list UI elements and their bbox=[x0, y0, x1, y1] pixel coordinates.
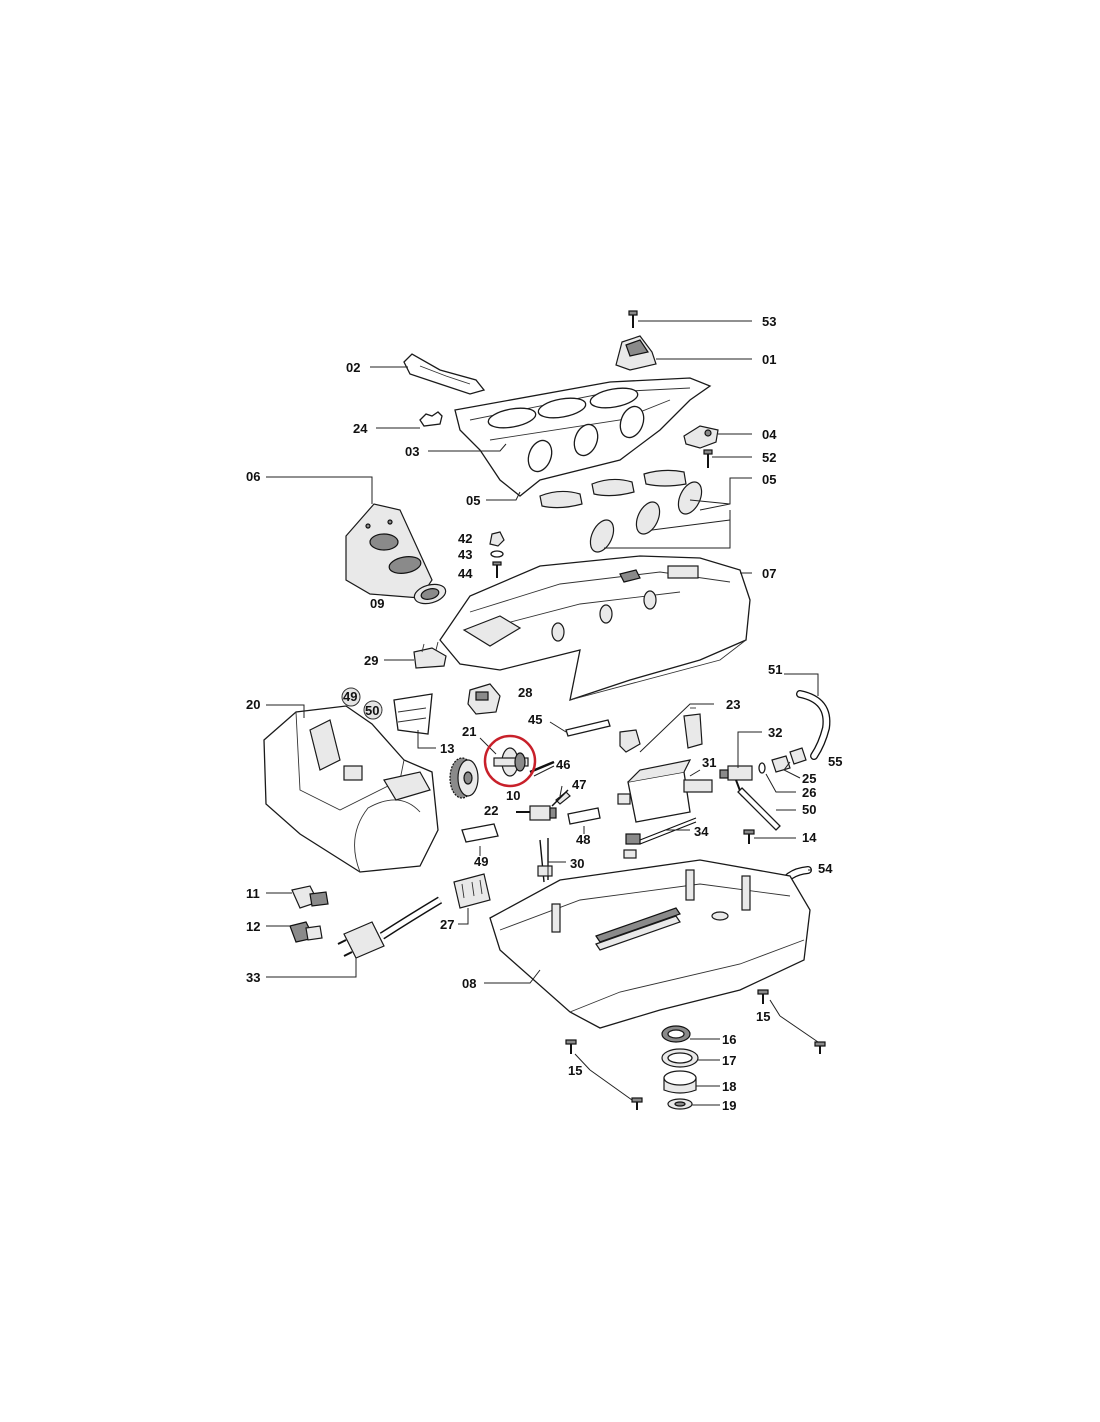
part-label: 15 bbox=[756, 1009, 770, 1024]
part-05-buttons bbox=[539, 469, 703, 553]
part-label: 21 bbox=[462, 724, 476, 739]
part-55-25-26-fittings bbox=[758, 747, 807, 774]
part-30-wire bbox=[537, 838, 553, 883]
part-27-terminal bbox=[453, 873, 491, 909]
part-20-water-tank bbox=[263, 705, 439, 873]
part-label: 34 bbox=[694, 824, 709, 839]
part-04-plate bbox=[683, 425, 719, 449]
part-label: 02 bbox=[346, 360, 360, 375]
part-label: 09 bbox=[370, 596, 384, 611]
part-label: 32 bbox=[768, 725, 782, 740]
part-06-handle-cover bbox=[345, 503, 433, 599]
part-21-shaft bbox=[493, 747, 529, 777]
callout-circle-49 bbox=[341, 687, 361, 707]
part-label: 55 bbox=[828, 754, 842, 769]
part-22-nozzle bbox=[516, 805, 557, 821]
part-label: 13 bbox=[440, 741, 454, 756]
part-label: 45 bbox=[528, 712, 542, 727]
highlight-circle bbox=[483, 734, 537, 788]
part-label: 05 bbox=[466, 493, 480, 508]
part-02-clip bbox=[403, 353, 486, 395]
part-label: 14 bbox=[802, 830, 817, 845]
part-11-12-switches bbox=[289, 885, 329, 943]
part-label: 22 bbox=[484, 803, 498, 818]
part-53-screw bbox=[628, 310, 638, 328]
part-label: 33 bbox=[246, 970, 260, 985]
callout-circle-50 bbox=[363, 700, 383, 720]
part-label: 19 bbox=[722, 1098, 736, 1113]
part-24-spring bbox=[419, 411, 443, 427]
part-label: 42 bbox=[458, 531, 472, 546]
part-14-screw bbox=[743, 829, 755, 844]
part-label: 16 bbox=[722, 1032, 736, 1047]
part-15-screws bbox=[565, 989, 826, 1110]
part-label: 27 bbox=[440, 917, 454, 932]
part-label: 06 bbox=[246, 469, 260, 484]
part-label: 44 bbox=[458, 566, 473, 581]
part-label: 08 bbox=[462, 976, 476, 991]
part-label: 23 bbox=[726, 697, 740, 712]
part-33-plug bbox=[337, 896, 443, 959]
part-48-sleeve bbox=[567, 807, 601, 825]
part-label: 11 bbox=[246, 886, 260, 901]
part-label: 50 bbox=[365, 703, 379, 718]
part-31-pump bbox=[617, 759, 713, 823]
part-50-rod bbox=[737, 787, 781, 831]
part-label: 49 bbox=[474, 854, 488, 869]
part-label: 07 bbox=[762, 566, 776, 581]
part-label: 30 bbox=[570, 856, 584, 871]
leader-lines bbox=[266, 320, 819, 1106]
part-label: 10 bbox=[506, 788, 520, 803]
part-label: 12 bbox=[246, 919, 260, 934]
part-label: 05 bbox=[762, 472, 776, 487]
part-label: 52 bbox=[762, 450, 776, 465]
part-drawings bbox=[263, 310, 831, 1110]
part-label: 48 bbox=[576, 832, 590, 847]
part-label: 49 bbox=[343, 689, 357, 704]
part-label: 47 bbox=[572, 777, 586, 792]
part-34-cable bbox=[623, 817, 697, 859]
part-07-main-housing bbox=[439, 555, 751, 701]
part-03-top-frame bbox=[454, 377, 712, 497]
part-label: 51 bbox=[768, 662, 782, 677]
part-label: 46 bbox=[556, 757, 570, 772]
part-label: 03 bbox=[405, 444, 419, 459]
part-label: 25 bbox=[802, 771, 816, 786]
part-45-rod bbox=[565, 719, 611, 737]
part-29-bracket bbox=[413, 641, 447, 669]
part-52-screw bbox=[703, 449, 713, 468]
part-09-button bbox=[413, 583, 447, 605]
part-label: 26 bbox=[802, 785, 816, 800]
part-label: 17 bbox=[722, 1053, 736, 1068]
part-01-cap bbox=[615, 335, 657, 371]
part-51-hose bbox=[796, 690, 831, 760]
part-label: 01 bbox=[762, 352, 776, 367]
part-label: 24 bbox=[353, 421, 368, 436]
part-label: 50 bbox=[802, 802, 816, 817]
part-49-sleeve bbox=[461, 823, 499, 843]
part-28-connector bbox=[467, 683, 501, 715]
part-label: 43 bbox=[458, 547, 472, 562]
part-label: 18 bbox=[722, 1079, 736, 1094]
part-32-valve bbox=[719, 765, 753, 797]
part-23-brackets bbox=[619, 707, 703, 753]
part-08-base bbox=[489, 859, 811, 1029]
part-16-19-foot-assembly bbox=[661, 1025, 699, 1110]
part-labels: 53 01 02 24 03 04 52 06 05 05 42 43 44 0… bbox=[246, 314, 842, 1113]
part-10-gear bbox=[449, 757, 479, 799]
part-42-43-44-fasteners bbox=[489, 531, 505, 578]
part-label: 28 bbox=[518, 685, 532, 700]
part-label: 04 bbox=[762, 427, 777, 442]
part-label: 31 bbox=[702, 755, 716, 770]
part-label: 29 bbox=[364, 653, 378, 668]
part-label: 20 bbox=[246, 697, 260, 712]
part-label: 15 bbox=[568, 1063, 582, 1078]
part-13-panel bbox=[393, 693, 433, 735]
part-label: 53 bbox=[762, 314, 776, 329]
part-label: 54 bbox=[818, 861, 833, 876]
